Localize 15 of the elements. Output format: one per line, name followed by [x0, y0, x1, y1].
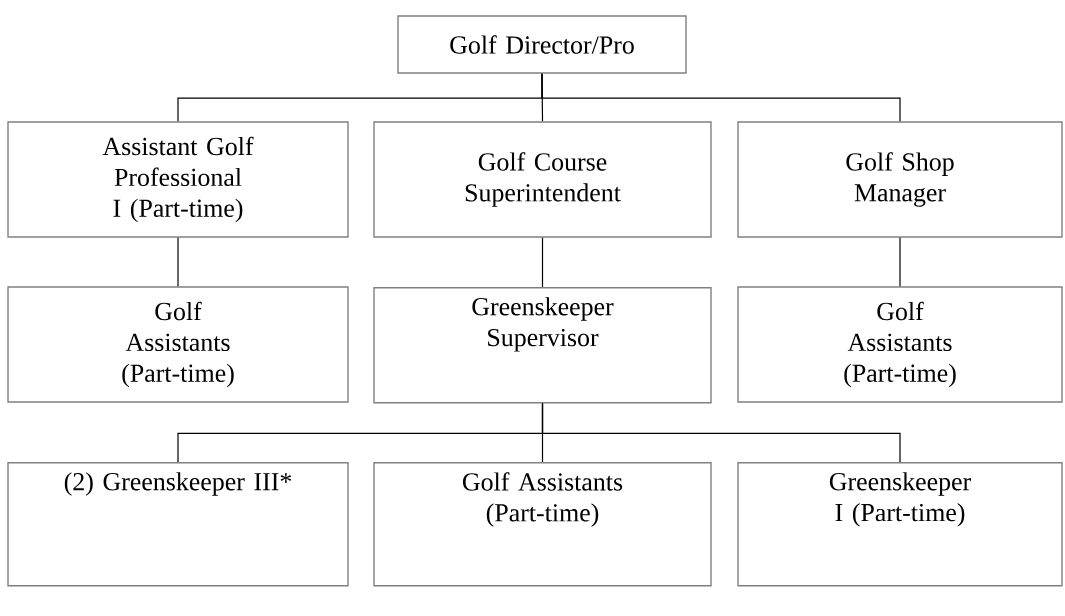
org-box: Golf Assistants (Part-time)	[737, 286, 1063, 403]
org-box: Assistant Golf Professional I (Part-time)	[7, 121, 349, 238]
org-box: Greenskeeper Supervisor	[373, 287, 712, 404]
org-box: Greenskeeper I (Part-time)	[737, 462, 1063, 587]
org-box: Golf Assistants (Part-time)	[7, 286, 349, 403]
org-box: Golf Assistants (Part-time)	[373, 462, 712, 587]
org-box: Golf Course Superintendent	[373, 121, 712, 238]
connector-line	[541, 402, 901, 463]
org-box: Golf Shop Manager	[737, 121, 1063, 238]
connector-line	[899, 237, 901, 287]
connector-line	[541, 73, 901, 122]
connector-line	[541, 237, 544, 288]
org-box: Golf Director/Pro	[397, 15, 687, 74]
connector-line	[177, 237, 179, 287]
org-box: (2) Greenskeeper III*	[7, 462, 349, 587]
